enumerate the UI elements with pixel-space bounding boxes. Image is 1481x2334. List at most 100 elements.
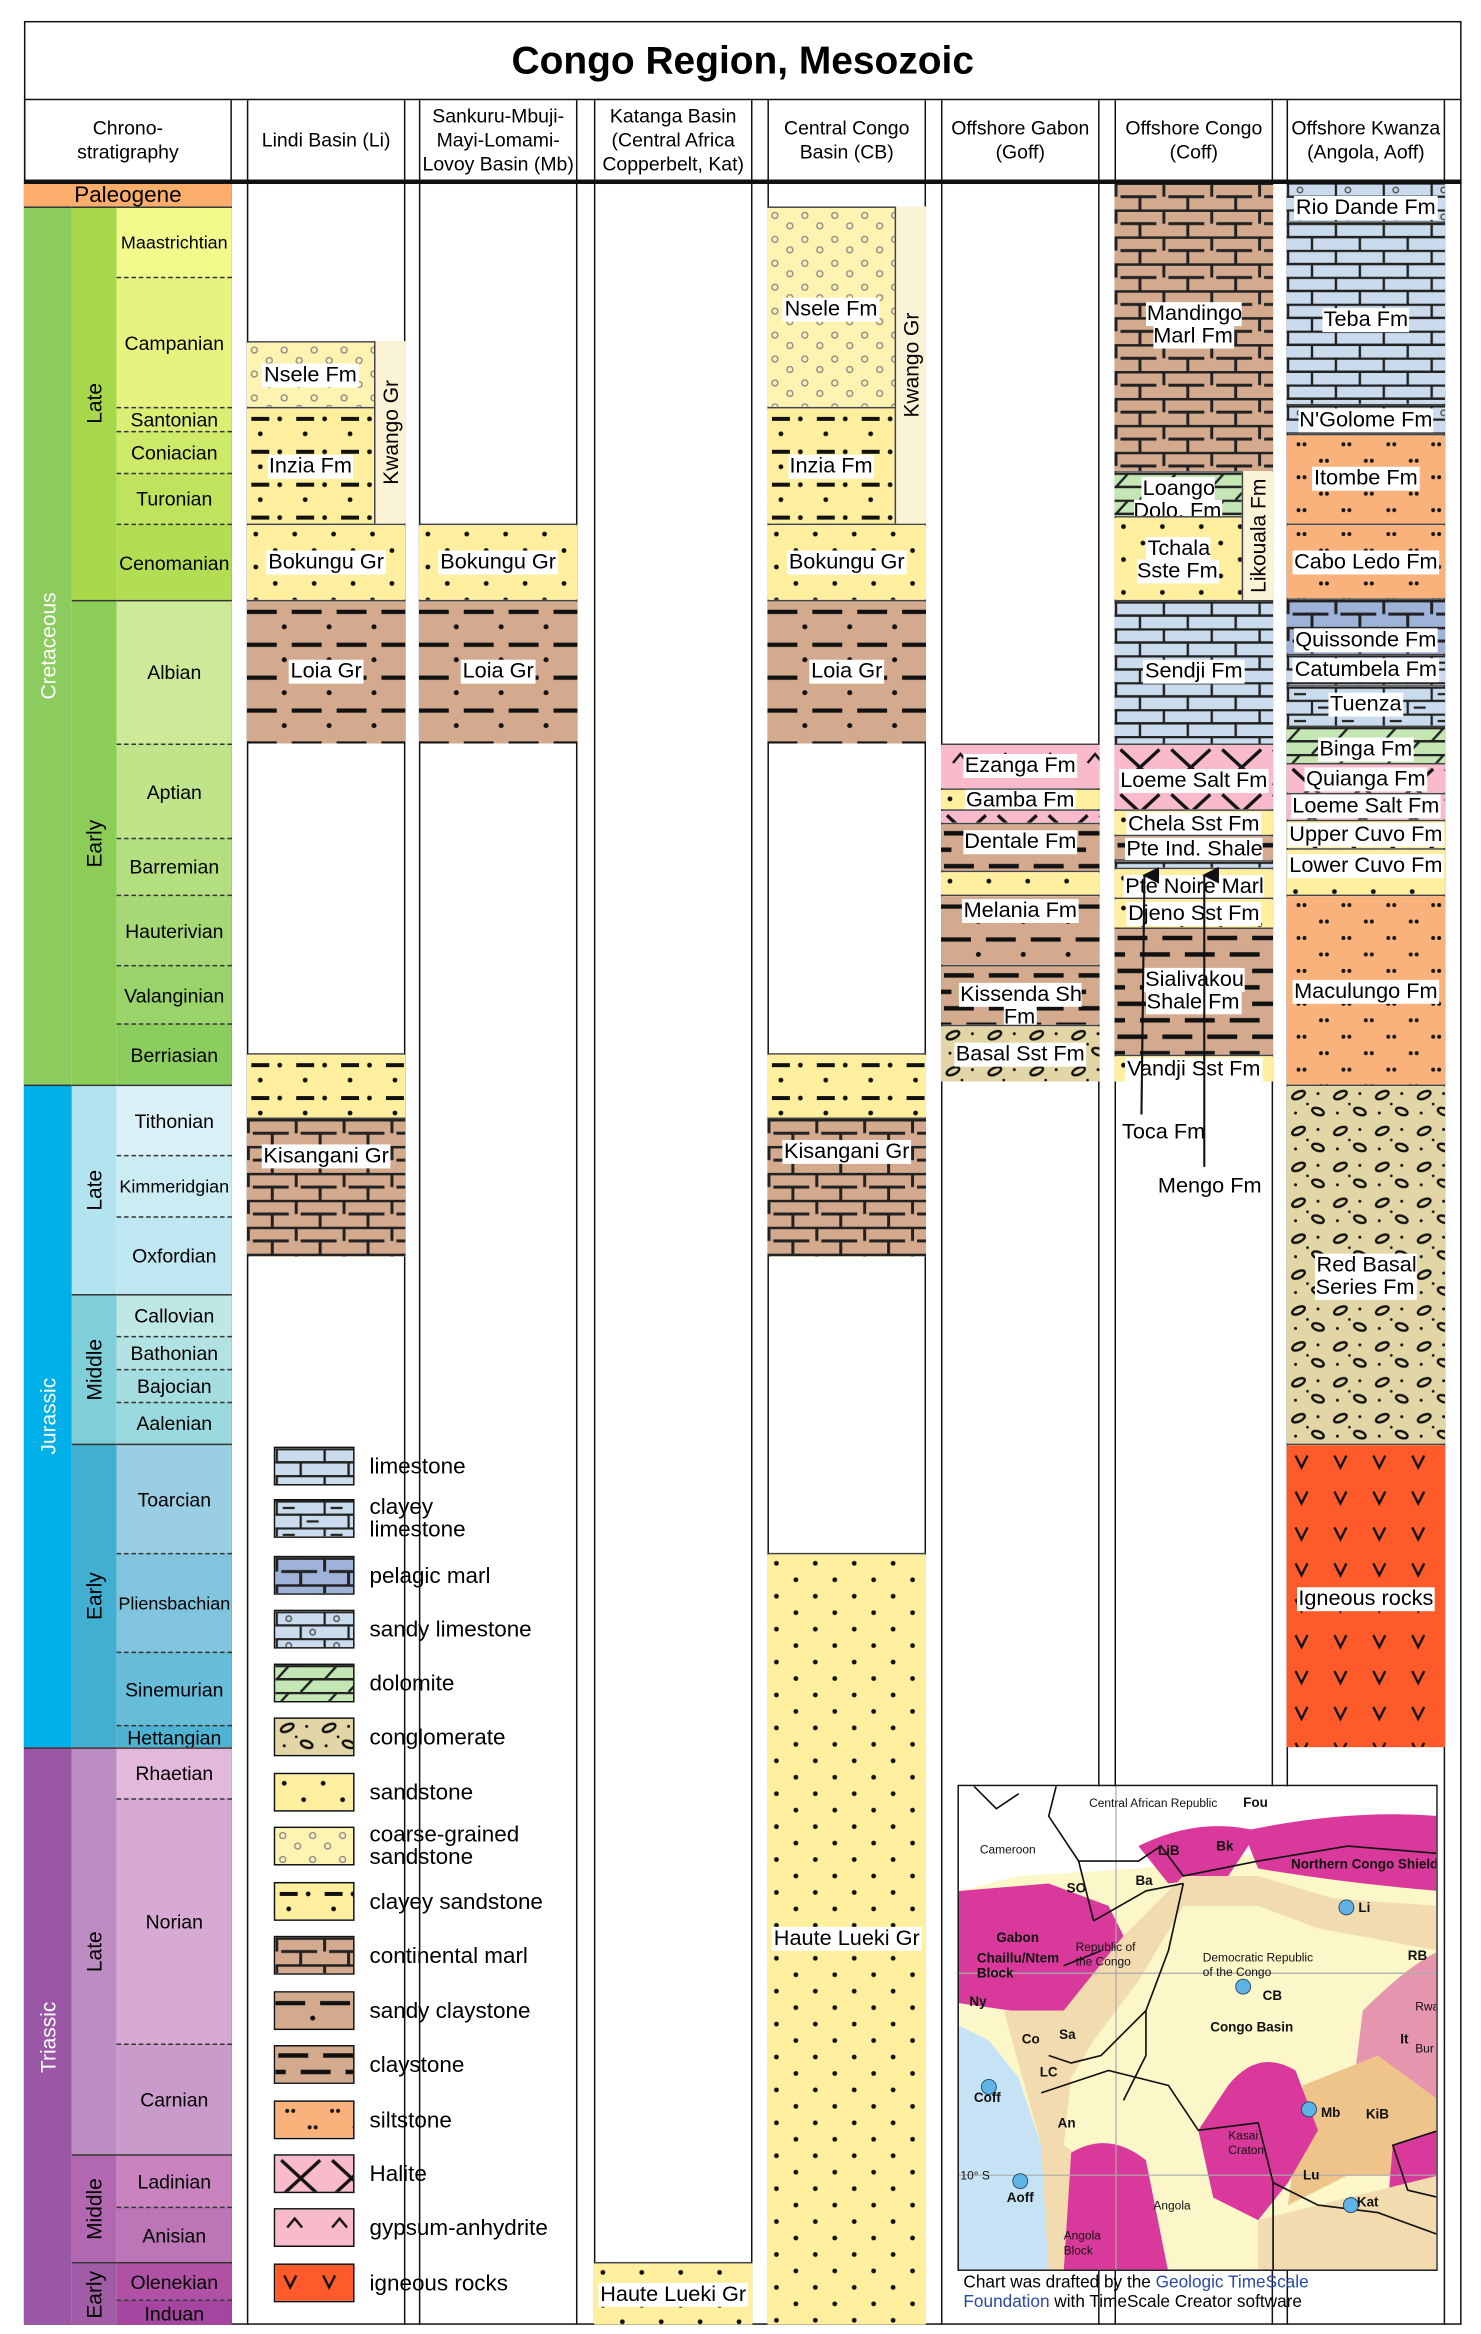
continental-marl-pattern <box>275 1937 354 1974</box>
stage-induan: Induan <box>116 2299 232 2325</box>
sandstone-pattern <box>275 1774 354 1811</box>
stage-pliensbachian: Pliensbachian <box>116 1552 232 1652</box>
sandy-claystone-pattern <box>246 601 406 744</box>
lithology-unit: Kisangani Gr <box>767 1117 927 1257</box>
lithology-unit: Loia Gr <box>246 599 406 744</box>
claystone-pattern <box>1114 929 1274 1055</box>
legend-swatch-claystone <box>273 2045 355 2084</box>
epoch-label: Late <box>82 1931 107 1972</box>
stage-callovian: Callovian <box>116 1294 232 1336</box>
lithology-unit: Loia Gr <box>767 599 927 744</box>
group-label: Kwango Gr <box>374 341 406 524</box>
continental-marl-pattern <box>767 1119 927 1257</box>
dolomite-pattern <box>1286 727 1446 763</box>
epoch-early: Early <box>71 1443 117 1748</box>
credit-suffix: with TimeScale Creator software <box>1049 2293 1302 2312</box>
map-label: Cameroon <box>980 1843 1036 1857</box>
claystone-pattern <box>275 2046 354 2083</box>
stage-berriasian: Berriasian <box>116 1023 232 1085</box>
coarse-sandstone-pattern <box>246 342 374 407</box>
map-label: Ba <box>1135 1873 1153 1888</box>
column-frame <box>1114 100 1274 2325</box>
epoch-late: Late <box>71 206 117 600</box>
lithology-unit: Haute Lueki Gr <box>593 2261 753 2325</box>
lithology-unit: N'Golome Fm <box>1286 403 1446 434</box>
legend-swatch-continental-marl <box>273 1935 355 1975</box>
legend-swatch-gypsum-anhydrite <box>273 2208 355 2247</box>
column-header: Offshore Kwanza (Angola, Aoff) <box>1291 116 1441 164</box>
map-label: An <box>1058 2115 1076 2130</box>
map-label: 10° S <box>960 2169 989 2183</box>
legend-swatch-sandstone <box>273 1772 355 1812</box>
map-label: Gabon <box>996 1930 1039 1945</box>
conglomerate-pattern <box>1286 1086 1446 1444</box>
clayey-sandstone-pattern <box>275 1883 354 1920</box>
lithology-unit: Melania Fm <box>940 894 1100 965</box>
annotation-label: Mengo Fm <box>1157 1174 1262 1199</box>
coarse-sandstone-pattern <box>275 1828 354 1865</box>
lithology-unit: Inzia Fm <box>767 406 895 524</box>
lithology-unit <box>940 809 1100 823</box>
stage-aalenian: Aalenian <box>116 1401 232 1444</box>
lithology-unit: Rio Dande Fm <box>1286 181 1446 222</box>
lithology-unit: Loeme Salt Fm <box>1286 792 1446 820</box>
legend-swatch-sandy-limestone <box>273 1609 355 1649</box>
legend-swatch-conglomerate <box>273 1717 355 1757</box>
site-marker-coff <box>980 2078 997 2095</box>
stage-cenomanian: Cenomanian <box>116 523 232 600</box>
stage-bajocian: Bajocian <box>116 1368 232 1402</box>
lithology-unit: Gamba Fm <box>940 788 1100 810</box>
header-divider <box>23 179 1462 184</box>
map-label: RB <box>1408 1948 1428 1963</box>
sandstone-pattern <box>593 2263 753 2325</box>
halite-pattern <box>1114 745 1274 810</box>
legend-label: pelagic marl <box>369 1562 491 1589</box>
site-marker-mb <box>1301 2101 1317 2118</box>
siltstone-pattern <box>1286 896 1446 1085</box>
stage-toarcian: Toarcian <box>116 1443 232 1553</box>
map-label: LC <box>1040 2064 1058 2079</box>
sandstone-pattern <box>1286 849 1446 895</box>
lithology-unit: Sialivakou Shale Fm <box>1114 927 1274 1055</box>
sandy-claystone-pattern <box>418 601 578 744</box>
stage-albian: Albian <box>116 599 232 744</box>
column-frame <box>593 100 753 2325</box>
epoch-label: Early <box>82 2270 107 2318</box>
lithology-unit: Loia Gr <box>418 599 578 744</box>
lithology-unit: Pte Noire Marl Fm <box>1114 867 1274 898</box>
pelagic-marl-pattern <box>275 1557 354 1594</box>
sandy-limestone-pattern <box>1286 405 1446 434</box>
lithology-unit: Bokungu Gr <box>767 523 927 600</box>
epoch-early: Early <box>71 2261 117 2325</box>
legend-swatch-halite <box>273 2154 355 2194</box>
map-label: Fou <box>1243 1795 1268 1810</box>
credit-link[interactable]: Geologic TimeScale Foundation <box>963 2273 1309 2312</box>
lithology-unit: Bokungu Gr <box>418 523 578 600</box>
column-frame <box>418 100 578 2325</box>
lithology-unit: Teba Fm <box>1286 221 1446 404</box>
stage-tithonian: Tithonian <box>116 1084 232 1155</box>
site-marker-cb <box>1235 1978 1252 1995</box>
epoch-label: Late <box>82 1169 107 1211</box>
header-chronostratigraphy: Chrono- stratigraphy <box>77 116 179 164</box>
lithology-unit: Quissonde Fm <box>1286 598 1446 654</box>
epoch-late: Late <box>71 1084 117 1295</box>
limestone-pattern <box>1286 222 1446 404</box>
claystone-pattern <box>940 966 1100 1025</box>
lithology-unit: Binga Fm <box>1286 725 1446 763</box>
halite-pattern <box>275 2155 354 2192</box>
lithology-unit <box>940 870 1100 895</box>
stage-bathonian: Bathonian <box>116 1335 232 1369</box>
map-label: Lu <box>1303 2168 1319 2183</box>
siltstone-pattern <box>275 2101 354 2138</box>
lithology-unit: Nsele Fm <box>246 341 374 407</box>
lithology-unit: Maculungo Fm <box>1286 894 1446 1085</box>
map-label: Li <box>1358 1900 1370 1915</box>
map-label: Central African Republic <box>1089 1796 1217 1810</box>
halite-pattern <box>1286 764 1446 793</box>
lithology-unit: Catumbela Fm <box>1286 653 1446 686</box>
